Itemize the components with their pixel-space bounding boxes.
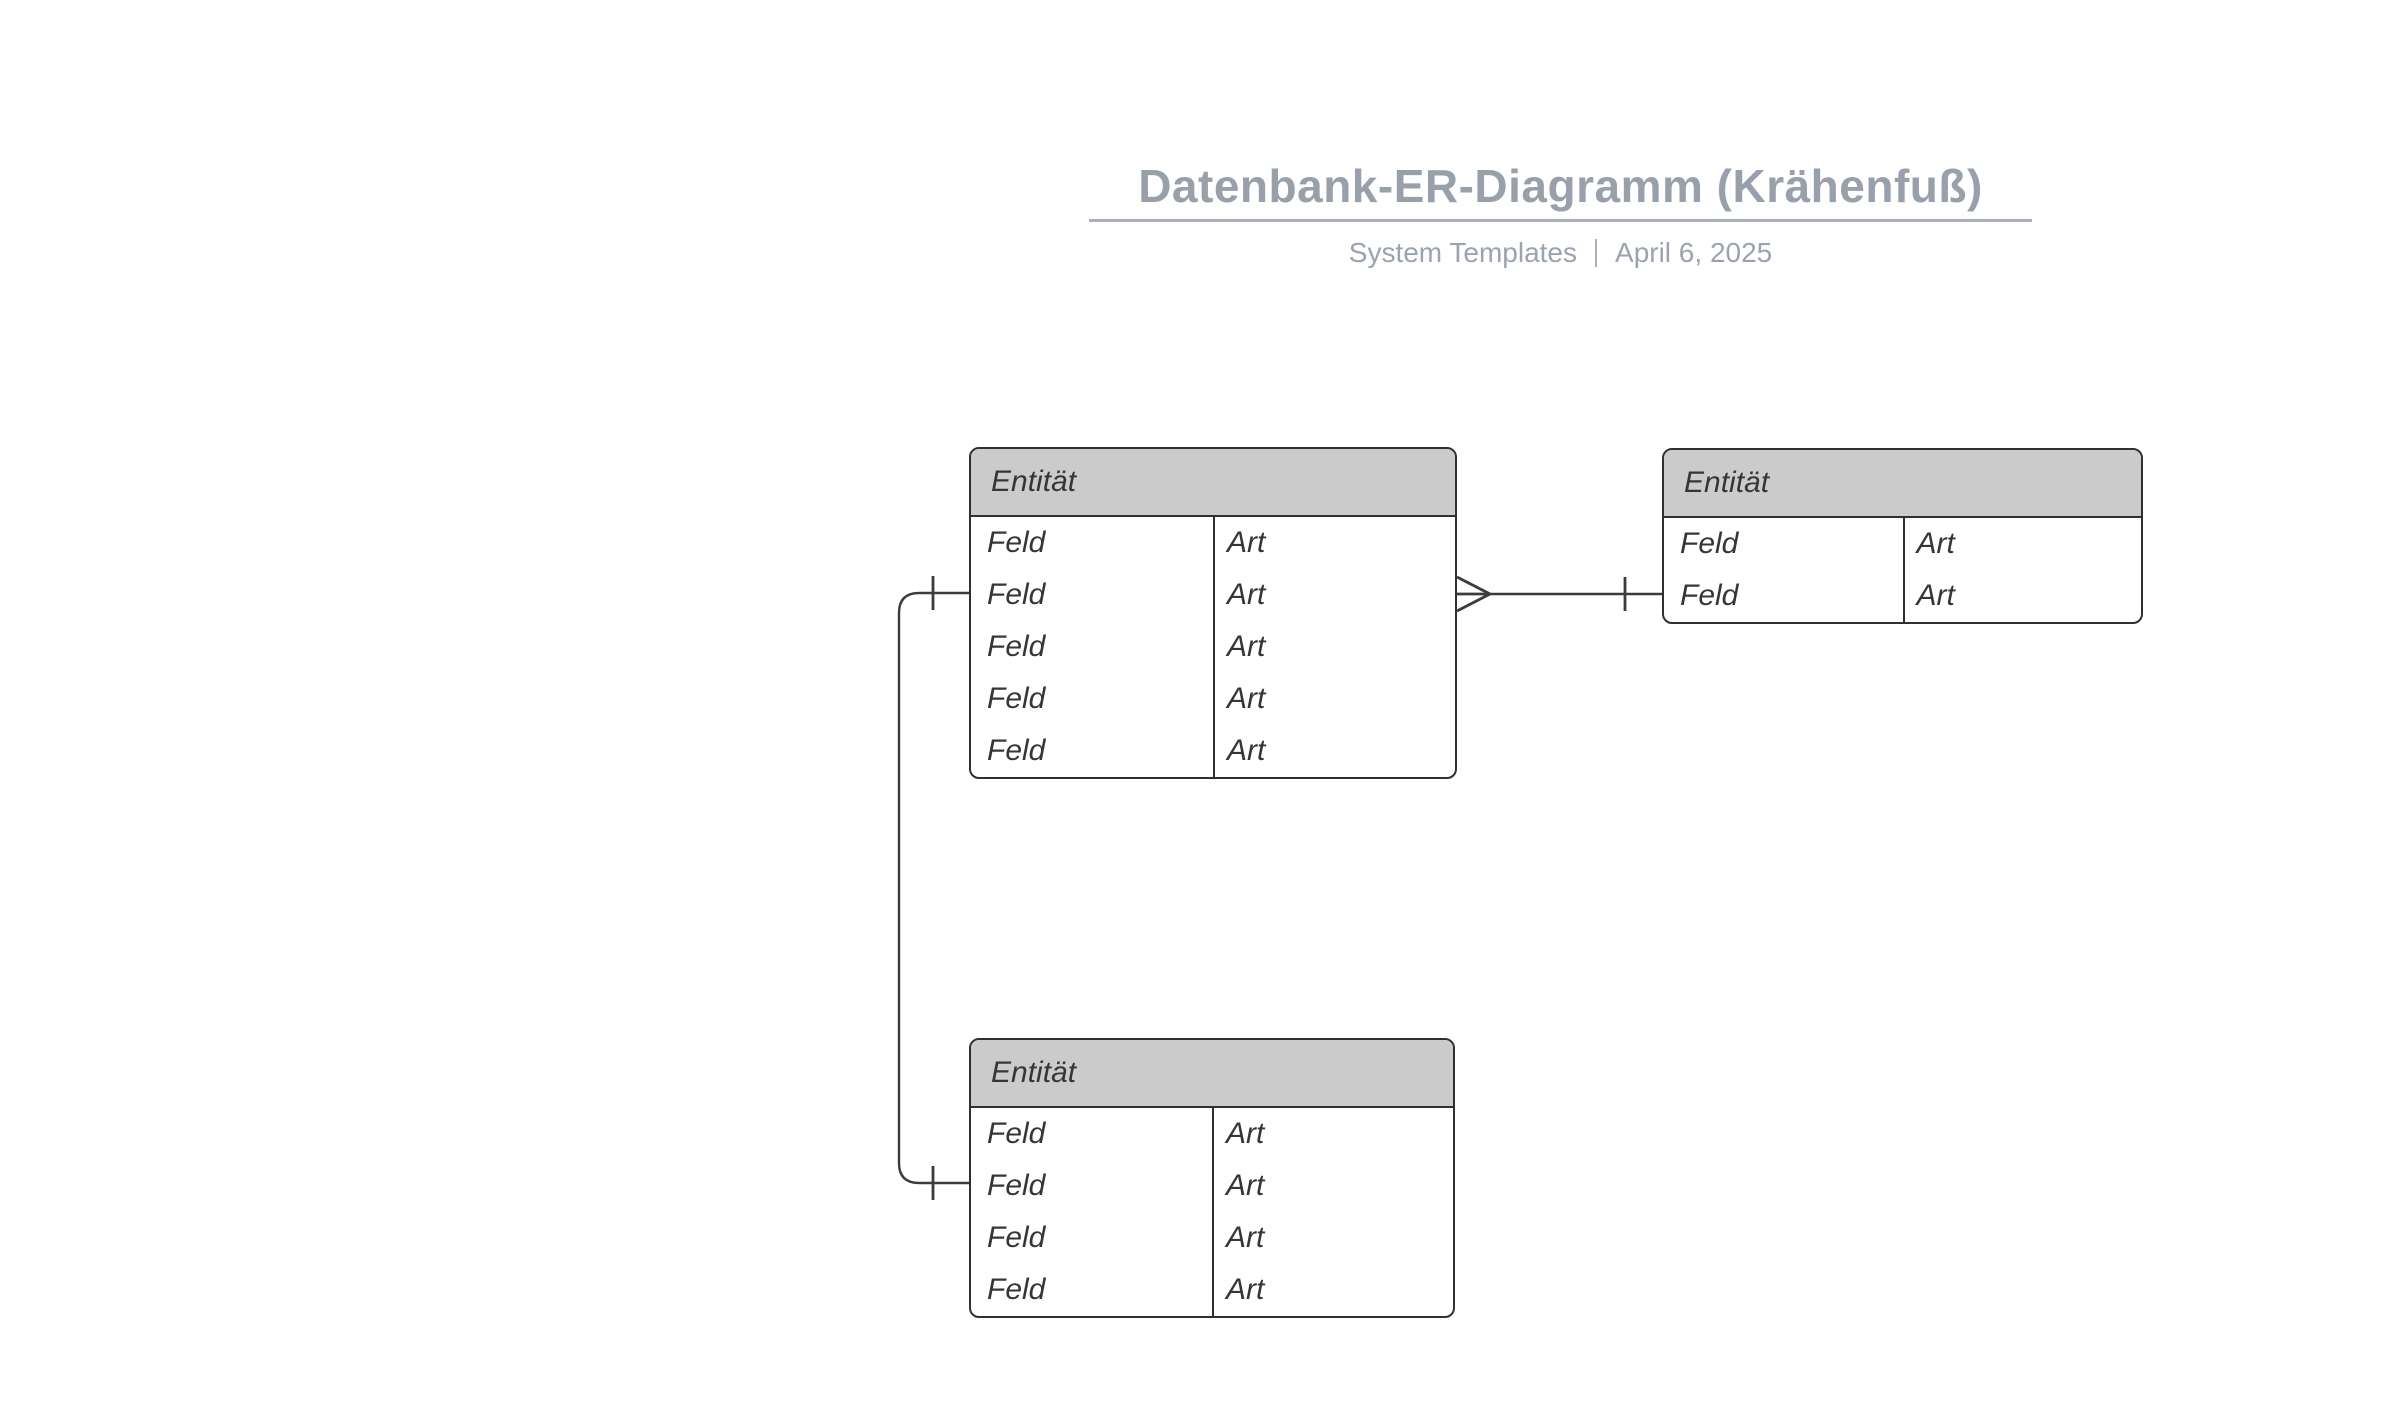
relationship-one-to-one[interactable]: [897, 576, 969, 1200]
field-type-cell: Art: [1212, 1160, 1453, 1212]
field-type-cell: Art: [1213, 569, 1455, 621]
field-name-cell: Feld: [987, 734, 1046, 767]
page-title: Datenbank-ER-Diagramm (Krähenfuß): [1138, 160, 1983, 212]
field-type-cell: Art: [1902, 518, 2142, 570]
entity-header: Entität: [971, 449, 1455, 517]
entity-title: Entität: [991, 1056, 1077, 1089]
field-row: Feld Art: [971, 725, 1455, 777]
field-type-cell: Art: [1902, 570, 2142, 622]
subtitle-source: System Templates: [1348, 237, 1578, 268]
field-type-cell: Art: [1213, 673, 1455, 725]
entity-title: Entität: [1684, 466, 1770, 499]
field-type-cell: Art: [1213, 725, 1455, 777]
field-name-cell: Feld: [987, 682, 1046, 715]
field-name-cell: Feld: [987, 578, 1046, 611]
subtitle-separator: [1595, 239, 1598, 267]
field-row: Feld Art: [971, 1264, 1453, 1316]
subtitle-date: April 6, 2025: [1615, 237, 1773, 268]
field-name-cell: Feld: [987, 526, 1046, 559]
field-name-cell: Feld: [987, 630, 1046, 663]
entity-header: Entität: [1664, 450, 2141, 518]
field-row: Feld Art: [971, 1108, 1453, 1160]
field-type-cell: Art: [1212, 1212, 1453, 1264]
relationship-many-to-one[interactable]: [1456, 575, 1662, 613]
field-row: Feld Art: [971, 673, 1455, 725]
field-row: Feld Art: [971, 1160, 1453, 1212]
field-row: Feld Art: [971, 1212, 1453, 1264]
field-name-cell: Feld: [1680, 579, 1739, 612]
subtitle: System Templates April 6, 2025: [1089, 238, 2032, 268]
crows-foot-many-marker: [1456, 575, 1491, 613]
entity-bottom[interactable]: Entität Feld Art Feld Art Feld Art Feld …: [969, 1038, 1455, 1318]
entity-header: Entität: [971, 1040, 1453, 1108]
title-block: Datenbank-ER-Diagramm (Krähenfuß) System…: [1089, 160, 2032, 268]
entity-title: Entität: [991, 465, 1077, 498]
field-name-cell: Feld: [987, 1221, 1046, 1254]
field-type-cell: Art: [1212, 1108, 1453, 1160]
field-type-cell: Art: [1213, 517, 1455, 569]
field-row: Feld Art: [1664, 570, 2141, 622]
field-row: Feld Art: [971, 569, 1455, 621]
entity-rows: Feld Art Feld Art Feld Art Feld Art Feld…: [971, 517, 1455, 777]
entity-rows: Feld Art Feld Art Feld Art Feld Art: [971, 1108, 1453, 1316]
entity-top-right[interactable]: Entität Feld Art Feld Art: [1662, 448, 2143, 624]
field-name-cell: Feld: [987, 1169, 1046, 1202]
entity-top-left[interactable]: Entität Feld Art Feld Art Feld Art Feld …: [969, 447, 1457, 779]
field-type-cell: Art: [1213, 621, 1455, 673]
field-name-cell: Feld: [987, 1117, 1046, 1150]
field-name-cell: Feld: [987, 1273, 1046, 1306]
title-underline: [1089, 219, 2032, 222]
field-row: Feld Art: [1664, 518, 2141, 570]
entity-rows: Feld Art Feld Art: [1664, 518, 2141, 622]
relationship-line[interactable]: [897, 591, 969, 1185]
field-row: Feld Art: [971, 621, 1455, 673]
field-type-cell: Art: [1212, 1264, 1453, 1316]
field-name-cell: Feld: [1680, 527, 1739, 560]
field-row: Feld Art: [971, 517, 1455, 569]
